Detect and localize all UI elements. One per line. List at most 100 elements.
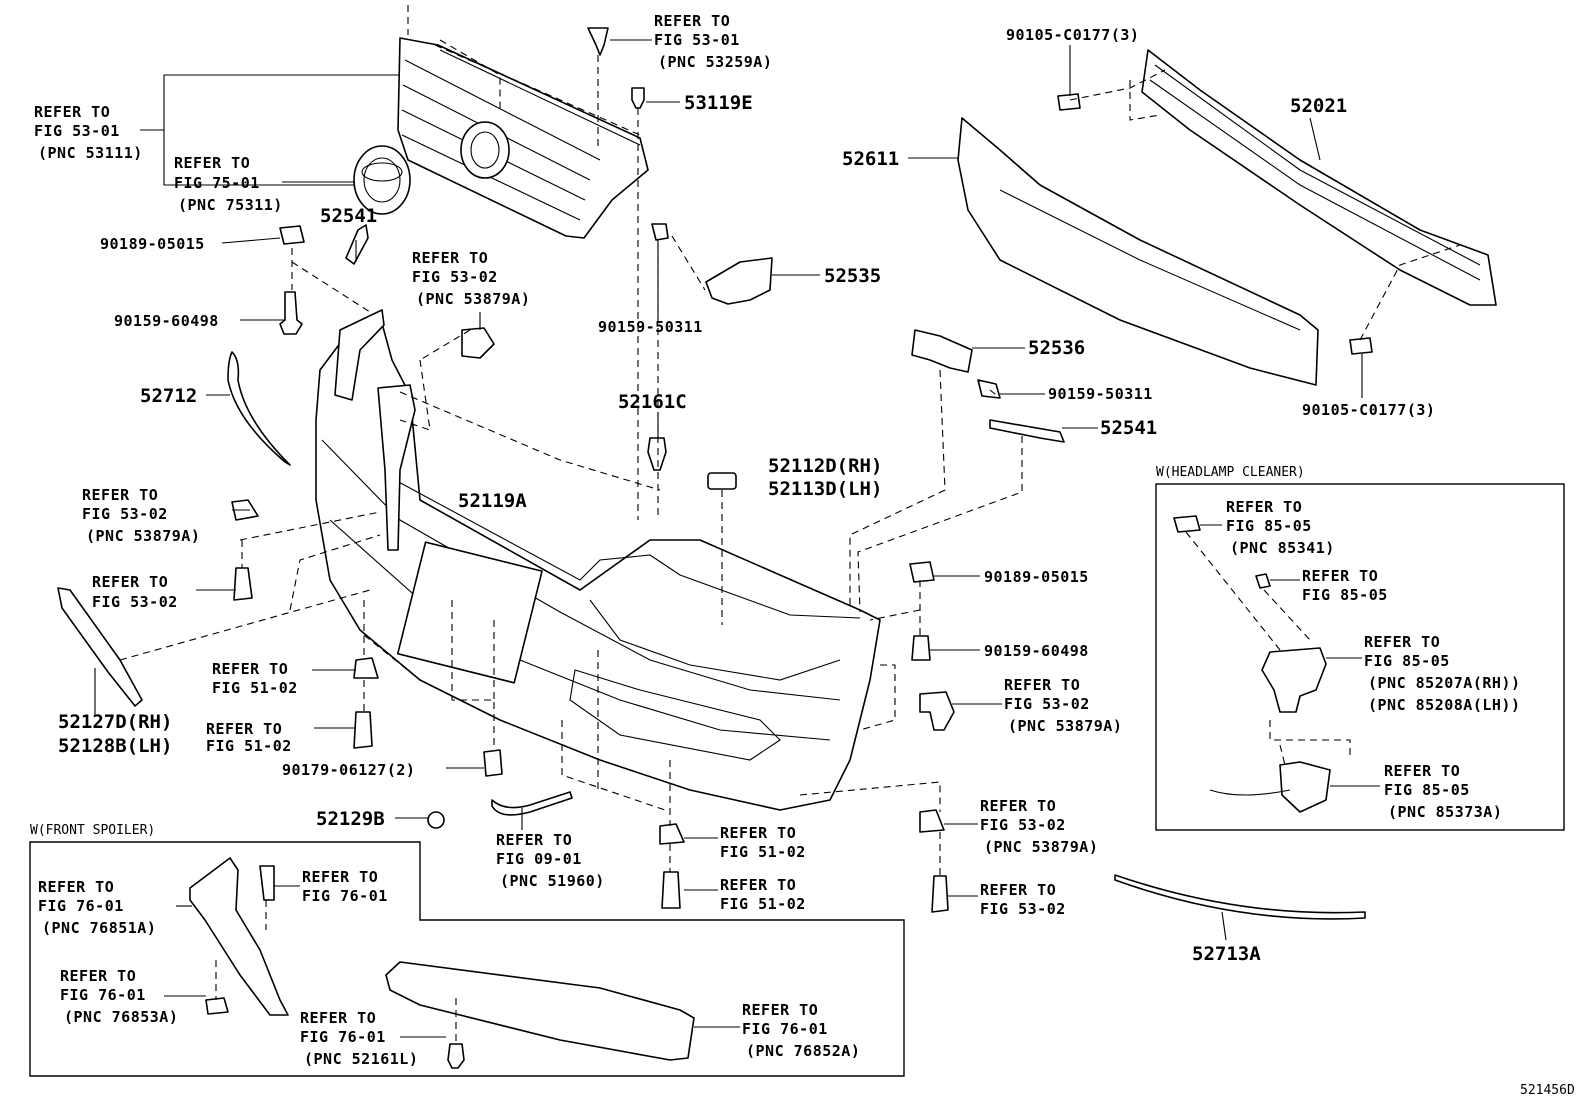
label-90159-50311-left: 90159-50311 [598, 318, 703, 336]
svg-text:REFER TO: REFER TO [206, 720, 282, 738]
label-52712: 52712 [140, 385, 197, 407]
svg-text:REFER TO: REFER TO [1364, 633, 1440, 651]
label-ref-09-01-51960: REFER TO FIG 09-01 (PNC 51960) [496, 831, 605, 890]
label-ref-51-02-d: REFER TO FIG 51-02 [720, 876, 805, 913]
label-90159-60498-right: 90159-60498 [984, 642, 1089, 660]
diagram-id: 521456D [1520, 1083, 1575, 1098]
svg-text:(PNC 52161L): (PNC 52161L) [304, 1050, 418, 1068]
svg-text:REFER TO: REFER TO [60, 967, 136, 985]
svg-text:REFER TO: REFER TO [174, 154, 250, 172]
label-90105-top: 90105-C0177(3) [1006, 26, 1139, 44]
bolt-53-02-left [233, 567, 253, 601]
label-90189-05015-right: 90189-05015 [984, 568, 1089, 586]
label-52113d: 52113D(LH) [768, 478, 882, 500]
svg-text:(PNC 53111): (PNC 53111) [38, 144, 143, 162]
svg-text:REFER TO: REFER TO [92, 573, 168, 591]
clip-53259a [587, 27, 609, 56]
towing-eye-51960 [491, 791, 573, 816]
svg-text:REFER TO: REFER TO [654, 12, 730, 30]
svg-text:FIG 51-02: FIG 51-02 [212, 679, 298, 697]
svg-text:FIG 76-01: FIG 76-01 [38, 897, 124, 915]
svg-text:REFER TO: REFER TO [1226, 498, 1302, 516]
svg-text:FIG 85-05: FIG 85-05 [1302, 586, 1388, 604]
label-90179-06127: 90179-06127(2) [282, 761, 415, 779]
label-ref-76-01-plain: REFER TO FIG 76-01 [302, 868, 387, 905]
label-ref-51-02-a: REFER TO FIG 51-02 [212, 660, 298, 697]
label-ref-51-02-b: REFER TO FIG 51-02 [206, 720, 291, 755]
svg-text:(PNC 85373A): (PNC 85373A) [1388, 803, 1502, 821]
svg-text:REFER TO: REFER TO [1004, 676, 1080, 694]
svg-text:REFER TO: REFER TO [980, 797, 1056, 815]
front-spoiler-group [29, 841, 905, 1077]
label-ref-53-02-r3: REFER TO FIG 53-02 [980, 881, 1066, 918]
svg-text:REFER TO: REFER TO [34, 103, 110, 121]
svg-text:REFER TO: REFER TO [980, 881, 1056, 899]
label-52611: 52611 [842, 148, 899, 170]
svg-text:(PNC 75311): (PNC 75311) [178, 196, 283, 214]
label-ref-85-05-plain: REFER TO FIG 85-05 [1302, 567, 1388, 604]
svg-text:REFER TO: REFER TO [412, 249, 488, 267]
label-90159-60498-left: 90159-60498 [114, 312, 219, 330]
radiator-grille [397, 37, 649, 239]
cover-52112d [707, 472, 737, 490]
bolt-90105-top [1057, 93, 1081, 111]
molding-52712 [227, 351, 291, 466]
svg-text:FIG 76-01: FIG 76-01 [60, 986, 146, 1004]
label-52713a: 52713A [1192, 943, 1261, 965]
label-ref-85-05-85207: REFER TO FIG 85-05 (PNC 85207A(RH)) (PNC… [1364, 633, 1521, 714]
clip-51-02-a [353, 657, 379, 679]
label-ref-53-02-53879a-left: REFER TO FIG 53-02 (PNC 53879A) [82, 486, 200, 545]
clip-53-02-r2 [919, 809, 945, 833]
clip-90189-05015-left [279, 225, 305, 245]
label-ref-53-02-53879a-r2: REFER TO FIG 53-02 (PNC 53879A) [980, 797, 1098, 856]
label-52112d: 52112D(RH) [768, 455, 882, 477]
label-ref-76-01-52161l: REFER TO FIG 76-01 (PNC 52161L) [300, 1009, 418, 1068]
label-52535: 52535 [824, 265, 881, 287]
svg-text:REFER TO: REFER TO [1384, 762, 1460, 780]
label-90159-50311-right: 90159-50311 [1048, 385, 1153, 403]
svg-text:(PNC 53879A): (PNC 53879A) [86, 527, 200, 545]
svg-text:(PNC 76852A): (PNC 76852A) [746, 1042, 860, 1060]
clip-52161c [647, 437, 667, 471]
label-52541-left: 52541 [320, 205, 377, 227]
bolt-51-02-d [661, 871, 681, 909]
svg-text:FIG 53-02: FIG 53-02 [412, 268, 498, 286]
svg-text:FIG 53-02: FIG 53-02 [980, 900, 1066, 918]
svg-text:(PNC 51960): (PNC 51960) [500, 872, 605, 890]
svg-text:FIG 51-02: FIG 51-02 [720, 843, 806, 861]
svg-text:REFER TO: REFER TO [38, 878, 114, 896]
label-ref-53-02-53879a-r: REFER TO FIG 53-02 (PNC 53879A) [1004, 676, 1122, 735]
svg-text:(PNC 85207A(RH)): (PNC 85207A(RH)) [1368, 674, 1521, 692]
seal-52541-right [989, 419, 1065, 443]
spoiler-clip-76853a [205, 997, 229, 1015]
group-title-headlamp-cleaner: W(HEADLAMP CLEANER) [1156, 465, 1305, 480]
front-bumper-cover [315, 315, 881, 811]
svg-text:REFER TO: REFER TO [212, 660, 288, 678]
bolt-90105-bot [1349, 337, 1373, 355]
label-90189-05015-left: 90189-05015 [100, 235, 205, 253]
cleaner-hose-85373a [1279, 761, 1331, 813]
bracket-53879a-right [919, 691, 955, 731]
label-52536: 52536 [1028, 337, 1085, 359]
clip-51-02-c [659, 823, 685, 845]
spoiler-clip-52161l [447, 1043, 465, 1069]
molding-52713a [1114, 874, 1366, 920]
svg-text:(PNC 76851A): (PNC 76851A) [42, 919, 156, 937]
label-ref-76-01-76853: REFER TO FIG 76-01 (PNC 76853A) [60, 967, 178, 1026]
label-52021: 52021 [1290, 95, 1347, 117]
spoiler-side-76851a [189, 857, 289, 1016]
assembly-lines [119, 5, 1461, 876]
label-52161c: 52161C [618, 391, 687, 413]
leader-lines [94, 39, 1363, 941]
seal-52541-left [345, 224, 369, 265]
svg-text:(PNC 76853A): (PNC 76853A) [64, 1008, 178, 1026]
bumper-retainer-52536 [911, 329, 973, 373]
label-52127d: 52127D(RH) [58, 711, 172, 733]
side-support-left [334, 309, 416, 551]
svg-text:REFER TO: REFER TO [302, 868, 378, 886]
svg-text:(PNC 53879A): (PNC 53879A) [416, 290, 530, 308]
bolt-53119e [631, 87, 645, 109]
label-ref-75-01-75311: REFER TO FIG 75-01 (PNC 75311) [174, 154, 283, 214]
bumper-reinforcement-52021 [1141, 49, 1497, 306]
